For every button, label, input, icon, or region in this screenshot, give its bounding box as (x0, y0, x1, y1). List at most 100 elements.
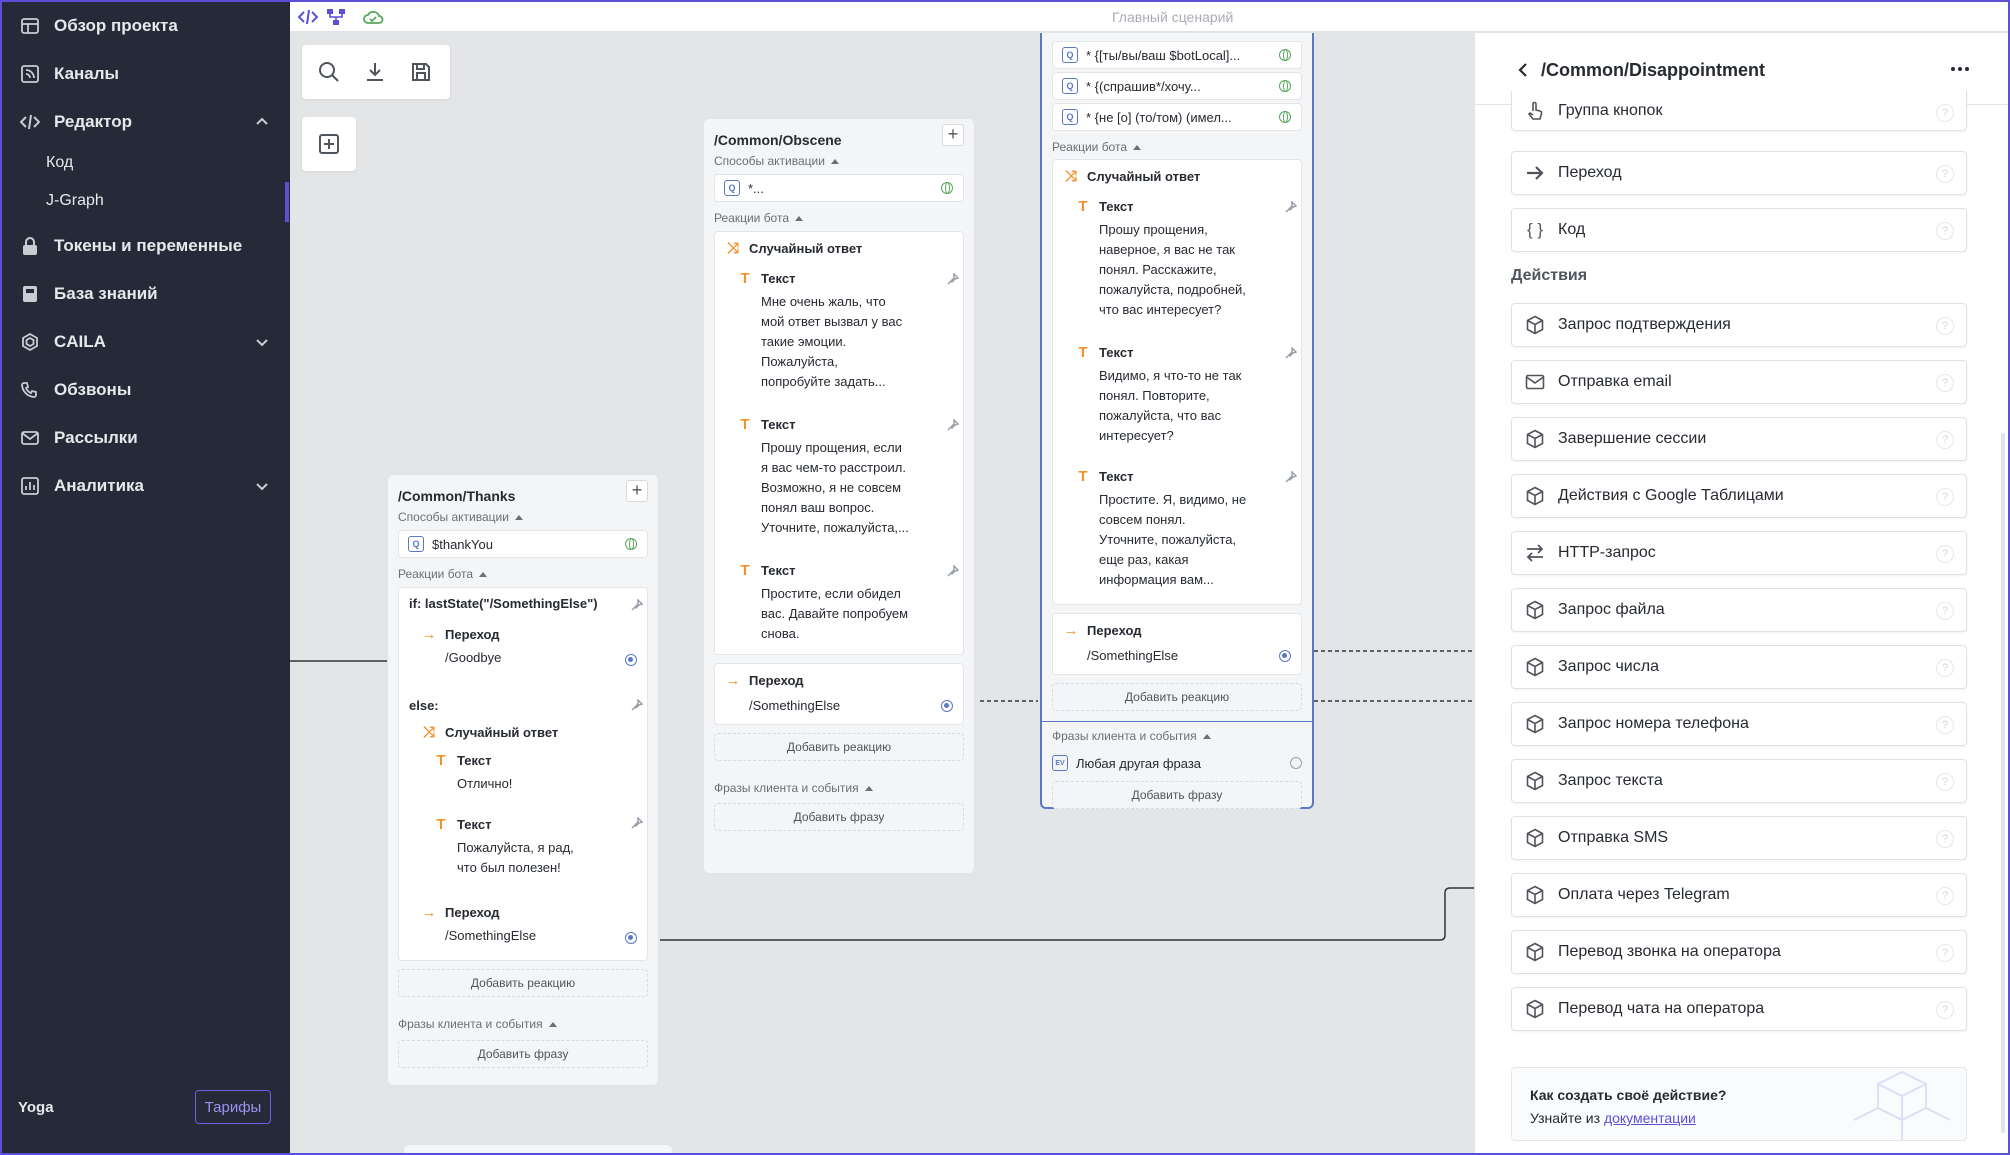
phrases-label[interactable]: Фразы клиента и события (398, 1017, 557, 1031)
state-card-thanks[interactable]: /Common/Thanks + Способы активации Q $th… (387, 474, 659, 1086)
state-card-partial[interactable] (403, 1144, 673, 1153)
back-chevron-icon[interactable] (1515, 61, 1533, 79)
pin-icon[interactable] (947, 272, 960, 285)
activation-row[interactable]: Q * {(спрашив*/хочу... (1052, 72, 1302, 100)
add-state-icon[interactable] (318, 133, 340, 155)
connector-dot[interactable] (941, 700, 953, 712)
download-icon[interactable] (364, 61, 386, 83)
reactions-label[interactable]: Реакции бота (398, 567, 488, 581)
activation-row[interactable]: Q * {[ты/вы/ваш $botLocal]... (1052, 41, 1302, 69)
sidebar-item-mailings[interactable]: Рассылки (2, 418, 290, 458)
sidebar-item-channels[interactable]: Каналы (2, 54, 290, 94)
add-reaction-button[interactable]: Добавить реакцию (714, 733, 964, 761)
help-icon[interactable]: ? (1936, 374, 1954, 392)
pin-icon[interactable] (631, 698, 644, 711)
help-icon[interactable]: ? (1936, 830, 1954, 848)
state-card-disappointment[interactable]: Q * {[ты/вы/ваш $botLocal]... Q * {(спра… (1040, 33, 1314, 809)
activation-label[interactable]: Способы активации (714, 154, 839, 168)
help-icon[interactable]: ? (1936, 887, 1954, 905)
add-phrase-button[interactable]: Добавить фразу (1052, 781, 1302, 809)
sidebar-item-editor[interactable]: Редактор (2, 102, 290, 142)
help-icon[interactable]: ? (1936, 165, 1954, 183)
help-icon[interactable]: ? (1936, 659, 1954, 677)
palette-action-item[interactable]: Оплата через Telegram? (1511, 873, 1967, 917)
palette-action-item[interactable]: Запрос текста? (1511, 759, 1967, 803)
sidebar-item-caila[interactable]: CAILA (2, 322, 290, 362)
sidebar-item-calls[interactable]: Обзвоны (2, 370, 290, 410)
connector-dot[interactable] (1279, 650, 1291, 662)
palette-action-item[interactable]: Действия с Google Таблицами? (1511, 474, 1967, 518)
event-phrase-row[interactable]: EV Любая другая фраза (1052, 753, 1201, 773)
sidebar-item-overview[interactable]: Обзор проекта (2, 6, 290, 46)
state-card-obscene[interactable]: /Common/Obscene + Способы активации Q *.… (703, 118, 975, 874)
goto-block[interactable]: →Переход /SomethingElse (714, 663, 964, 725)
activation-row[interactable]: Q $thankYou (398, 530, 648, 558)
pin-icon[interactable] (947, 564, 960, 577)
help-icon[interactable]: ? (1936, 602, 1954, 620)
pin-icon[interactable] (1285, 346, 1298, 359)
pin-icon[interactable] (631, 598, 644, 611)
graph-canvas[interactable]: /Common/Thanks + Способы активации Q $th… (290, 33, 1474, 1153)
pin-icon[interactable] (1285, 200, 1298, 213)
phrases-label[interactable]: Фразы клиента и события (1052, 729, 1211, 743)
sidebar-subitem-jgraph[interactable]: J-Graph (46, 192, 104, 209)
help-icon[interactable]: ? (1936, 431, 1954, 449)
connector-dot[interactable] (625, 932, 637, 944)
palette-action-item[interactable]: Запрос числа? (1511, 645, 1967, 689)
pin-icon[interactable] (631, 816, 644, 829)
goto-block[interactable]: →Переход /SomethingElse (1052, 613, 1302, 675)
palette-action-item[interactable]: HTTP-запрос? (1511, 531, 1967, 575)
help-icon[interactable]: ? (1936, 545, 1954, 563)
add-block-button[interactable]: + (626, 480, 648, 502)
more-options-icon[interactable] (1949, 59, 1971, 79)
help-icon[interactable]: ? (1936, 488, 1954, 506)
palette-action-item[interactable]: Завершение сессии? (1511, 417, 1967, 461)
add-block-button[interactable]: + (942, 124, 964, 146)
help-icon[interactable]: ? (1936, 104, 1954, 122)
graph-view-icon[interactable] (326, 7, 346, 27)
add-reaction-button[interactable]: Добавить реакцию (1052, 683, 1302, 711)
search-icon[interactable] (318, 61, 340, 83)
connector-dot[interactable] (1290, 757, 1302, 769)
activation-label[interactable]: Способы активации (398, 510, 523, 524)
palette-action-item[interactable]: Запрос подтверждения? (1511, 303, 1967, 347)
sidebar-item-analytics[interactable]: Аналитика (2, 466, 290, 506)
add-reaction-button[interactable]: Добавить реакцию (398, 969, 648, 997)
sidebar-subitem-code[interactable]: Код (46, 154, 74, 171)
reactions-label[interactable]: Реакции бота (714, 211, 804, 225)
sidebar-item-tokens[interactable]: Токены и переменные (2, 226, 290, 266)
phrases-label[interactable]: Фразы клиента и события (714, 781, 873, 795)
help-icon[interactable]: ? (1936, 944, 1954, 962)
palette-action-item[interactable]: Запрос номера телефона? (1511, 702, 1967, 746)
pin-icon[interactable] (947, 418, 960, 431)
help-icon[interactable]: ? (1936, 716, 1954, 734)
help-icon[interactable]: ? (1936, 1001, 1954, 1019)
palette-item-code[interactable]: { } Код ? (1511, 208, 1967, 252)
palette-action-item[interactable]: Перевод звонка на оператора? (1511, 930, 1967, 974)
help-icon[interactable]: ? (1936, 317, 1954, 335)
code-view-icon[interactable] (297, 7, 319, 27)
documentation-link[interactable]: документации (1603, 1110, 1696, 1126)
pin-icon[interactable] (1285, 470, 1298, 483)
help-icon[interactable]: ? (1936, 773, 1954, 791)
palette-item-goto[interactable]: Переход ? (1511, 151, 1967, 195)
panel-scrollbar[interactable] (2001, 433, 2005, 1133)
save-icon[interactable] (410, 61, 432, 83)
palette-action-item[interactable]: Отправка email? (1511, 360, 1967, 404)
reactions-label[interactable]: Реакции бота (1052, 140, 1142, 154)
tariffs-button[interactable]: Тарифы (195, 1090, 271, 1124)
activation-row[interactable]: Q *... (714, 174, 964, 202)
reaction-block[interactable]: if: lastState("/SomethingElse") →Переход… (398, 587, 648, 961)
palette-action-item[interactable]: Перевод чата на оператора? (1511, 987, 1967, 1031)
add-phrase-button[interactable]: Добавить фразу (714, 803, 964, 831)
activation-row[interactable]: Q * {не [о] (то/том) (имел... (1052, 103, 1302, 131)
add-phrase-button[interactable]: Добавить фразу (398, 1040, 648, 1068)
connector-dot[interactable] (625, 654, 637, 666)
palette-item-button-group[interactable]: Группа кнопок ? (1511, 91, 1967, 131)
sidebar-item-knowledge[interactable]: База знаний (2, 274, 290, 314)
palette-action-item[interactable]: Отправка SMS? (1511, 816, 1967, 860)
palette-action-item[interactable]: Запрос файла? (1511, 588, 1967, 632)
help-icon[interactable]: ? (1936, 222, 1954, 240)
